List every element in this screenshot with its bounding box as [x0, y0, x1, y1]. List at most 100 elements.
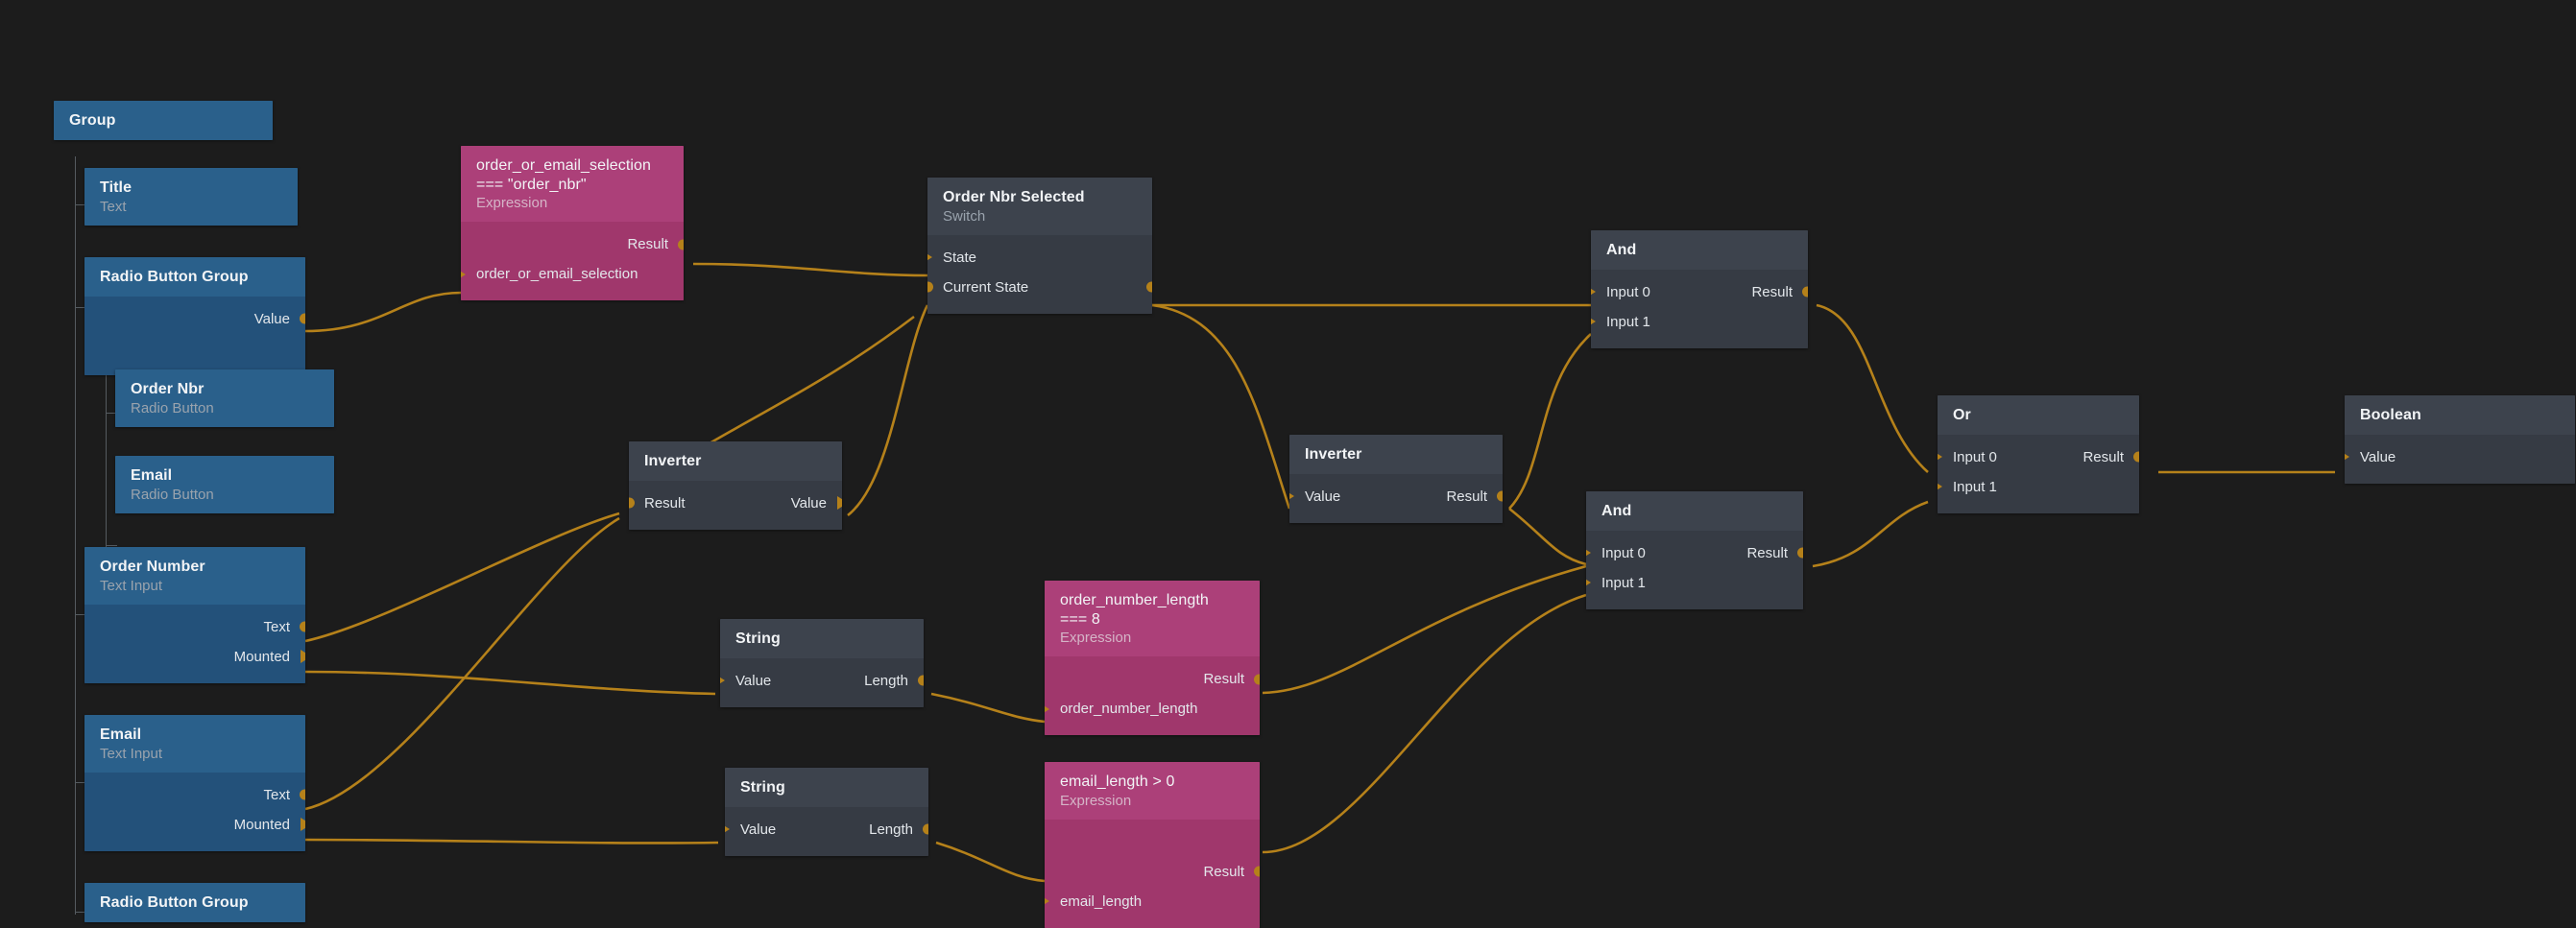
node-and-1[interactable]: And Input 0 Result Input 1 [1591, 230, 1808, 348]
port-label-input1: Input 1 [1601, 574, 1646, 591]
input-port-arrow[interactable] [1938, 480, 1942, 494]
input-port-arrow[interactable] [725, 822, 730, 837]
node-or[interactable]: Or Input 0 Result Input 1 [1938, 395, 2139, 513]
port-label-value: Value [790, 494, 827, 512]
node-string-2[interactable]: String Value Length [725, 768, 928, 856]
node-order-number-input[interactable]: Order Number Text Input Text Mounted [84, 547, 305, 683]
output-port-dot[interactable] [300, 313, 305, 324]
input-port-arrow[interactable] [1591, 315, 1596, 329]
output-port-dot[interactable] [300, 621, 305, 632]
node-radio-button-group-1[interactable]: Radio Button Group Value [84, 257, 305, 375]
output-port-dot[interactable] [1254, 866, 1260, 877]
node-email-radio[interactable]: Email Radio Button [115, 456, 334, 513]
node-body: Result order_number_length [1045, 656, 1260, 736]
output-port-dot[interactable] [1802, 286, 1808, 297]
node-order-nbr-radio[interactable]: Order Nbr Radio Button [115, 369, 334, 427]
port-row-input0[interactable]: Input 0 Result [1938, 442, 2139, 472]
port-row-string[interactable]: Value Length [720, 666, 924, 696]
node-header: Inverter [1289, 435, 1503, 474]
input-port-arrow[interactable] [301, 650, 305, 664]
node-expression-email-length[interactable]: email_length > 0 Expression Result email… [1045, 762, 1260, 928]
input-port-dot[interactable] [927, 281, 933, 293]
node-title-label: And [1606, 242, 1637, 258]
node-inverter-1[interactable]: Inverter Result Value [629, 441, 842, 530]
port-label-length: Length [869, 821, 913, 838]
node-body: Value Length [725, 806, 928, 856]
node-title-label: Radio Button Group [100, 269, 249, 285]
port-row-input1[interactable]: Input 1 [1591, 307, 1793, 337]
node-title-line2: === 8 [1060, 610, 1100, 628]
port-row-text[interactable]: Text [100, 780, 305, 810]
output-port-dot[interactable] [923, 823, 928, 835]
node-string-1[interactable]: String Value Length [720, 619, 924, 707]
output-port-dot[interactable] [1497, 490, 1503, 502]
node-radio-button-group-2[interactable]: Radio Button Group [84, 883, 305, 922]
port-row-input[interactable]: order_number_length [1045, 694, 1244, 724]
node-subtitle: Radio Button [131, 486, 214, 503]
port-row-text[interactable]: Text [100, 612, 305, 642]
input-port-arrow[interactable] [1586, 576, 1591, 590]
port-row-input1[interactable]: Input 1 [1586, 568, 1788, 598]
port-row-inverter[interactable]: Result Value [629, 488, 842, 518]
node-switch[interactable]: Order Nbr Selected Switch State Current … [927, 178, 1152, 314]
input-port-arrow[interactable] [1045, 894, 1049, 909]
port-row-string[interactable]: Value Length [725, 815, 928, 845]
output-port-dot[interactable] [1254, 674, 1260, 685]
port-row-value[interactable]: Value [2345, 442, 2560, 472]
port-row-result[interactable]: Result [476, 229, 684, 259]
port-row-input[interactable]: order_or_email_selection [461, 259, 668, 289]
node-subtitle: Text Input [100, 577, 163, 594]
port-row-mounted[interactable]: Mounted [100, 810, 305, 840]
node-group[interactable]: Group [54, 101, 273, 140]
input-port-dot[interactable] [629, 497, 635, 509]
output-port-dot[interactable] [1797, 547, 1803, 559]
port-row-result[interactable]: Result [1060, 664, 1260, 694]
port-label-text: Text [263, 786, 290, 803]
node-body: Value Length [720, 657, 924, 707]
input-port-arrow[interactable] [461, 267, 466, 281]
port-label-mounted: Mounted [233, 816, 290, 833]
output-port-dot[interactable] [918, 675, 924, 686]
node-expression-order-length[interactable]: order_number_length === 8 Expression Res… [1045, 581, 1260, 736]
input-port-arrow[interactable] [1938, 450, 1942, 464]
input-port-arrow[interactable] [927, 250, 932, 265]
port-row-state[interactable]: State [927, 243, 1137, 273]
port-row-result[interactable]: Result [1060, 857, 1260, 887]
port-row-input0[interactable]: Input 0 Result [1591, 277, 1808, 307]
port-row-current-state[interactable]: Current State [927, 273, 1152, 302]
input-port-arrow[interactable] [1289, 489, 1294, 504]
node-header: Order Nbr Selected Switch [927, 178, 1152, 235]
port-row-input0[interactable]: Input 0 Result [1586, 538, 1803, 568]
output-port-dot[interactable] [2133, 451, 2139, 463]
node-and-2[interactable]: And Input 0 Result Input 1 [1586, 491, 1803, 609]
node-title[interactable]: Title Text [84, 168, 298, 226]
port-label-input1: Input 1 [1606, 313, 1650, 330]
port-row-inverter[interactable]: Value Result [1289, 482, 1503, 512]
input-port-arrow[interactable] [301, 818, 305, 832]
port-row-value[interactable]: Value [100, 304, 305, 334]
port-row-input[interactable]: email_length [1045, 887, 1244, 916]
input-port-arrow[interactable] [2345, 450, 2349, 464]
output-port-dot[interactable] [678, 239, 684, 250]
node-boolean[interactable]: Boolean Value [2345, 395, 2575, 484]
node-email-input[interactable]: Email Text Input Text Mounted [84, 715, 305, 851]
port-label-current-state: Current State [943, 278, 1029, 296]
node-body: Value [2345, 434, 2575, 484]
output-port-dot[interactable] [1146, 281, 1152, 293]
port-label-result: Result [1203, 863, 1244, 880]
port-row-mounted[interactable]: Mounted [100, 642, 305, 672]
input-port-arrow[interactable] [1586, 546, 1591, 560]
input-port-arrow[interactable] [720, 674, 725, 688]
node-body: State Current State [927, 234, 1152, 314]
node-inverter-2[interactable]: Inverter Value Result [1289, 435, 1503, 523]
input-port-arrow[interactable] [1045, 702, 1049, 716]
output-port-arrow[interactable] [837, 496, 842, 511]
port-row-input1[interactable]: Input 1 [1938, 472, 2124, 502]
node-expression-selection[interactable]: order_or_email_selection === "order_nbr"… [461, 146, 684, 301]
output-port-dot[interactable] [300, 789, 305, 800]
port-label-value: Value [1305, 488, 1341, 505]
input-port-arrow[interactable] [1591, 285, 1596, 299]
node-header: Order Number Text Input [84, 547, 305, 605]
node-header: String [725, 768, 928, 807]
